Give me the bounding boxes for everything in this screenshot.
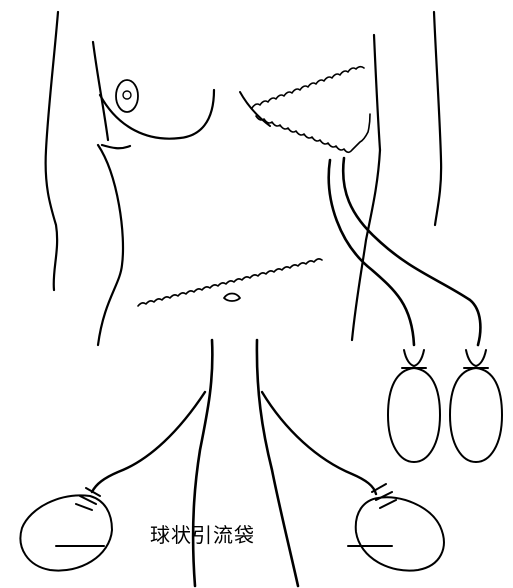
mastectomy-incision bbox=[240, 67, 370, 153]
bottom-left-bulb-drain bbox=[20, 488, 112, 571]
bottom-right-bulb-drain bbox=[348, 484, 444, 571]
abdominal-drain-tubes bbox=[92, 392, 376, 494]
chest-bulb-drain-2 bbox=[450, 350, 502, 462]
chest-bulb-drain-1 bbox=[388, 350, 440, 462]
drain-bulb-label: 球状引流袋 bbox=[150, 521, 320, 549]
nipple bbox=[123, 91, 131, 99]
navel bbox=[224, 294, 240, 302]
nipple-areola bbox=[116, 80, 138, 112]
abdominal-incision bbox=[138, 259, 322, 306]
chest-drain-tubes bbox=[329, 158, 481, 345]
left-breast bbox=[100, 80, 214, 148]
